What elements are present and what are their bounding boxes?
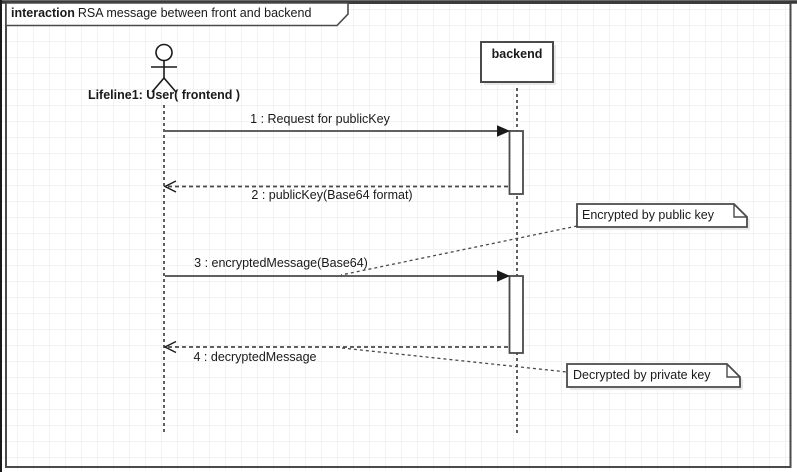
filled-arrowhead-icon — [497, 270, 511, 282]
user-lifeline-label: Lifeline1: User( frontend ) — [87, 88, 241, 102]
bottom-margin — [0, 469, 797, 475]
message-2-label: 2 : publicKey(Base64 format) — [251, 188, 413, 202]
message-3-arrow[interactable] — [165, 270, 511, 282]
right-margin — [792, 0, 797, 475]
message-1-arrow[interactable] — [165, 125, 511, 137]
frame-keyword: interaction — [11, 6, 75, 20]
message-2-arrow[interactable] — [163, 180, 509, 193]
note-fold-icon — [726, 364, 740, 378]
activation-bar-2[interactable] — [508, 275, 524, 354]
note-1-text: Encrypted by public key — [582, 208, 715, 222]
message-4-arrow[interactable] — [163, 340, 509, 354]
actor-right-leg — [163, 77, 177, 93]
backend-label: backend — [491, 47, 543, 61]
frame-border[interactable] — [5, 2, 792, 468]
note-2[interactable] — [566, 363, 743, 390]
actor-left-leg — [151, 77, 165, 93]
user-actor[interactable] — [151, 43, 177, 93]
note-1-connector[interactable] — [340, 225, 578, 276]
backend-box[interactable] — [480, 41, 556, 85]
note-1-body[interactable] — [576, 203, 748, 228]
actor-head — [155, 43, 173, 62]
open-arrowhead-icon — [163, 180, 177, 193]
frame-title-text: RSA message between front and backend — [77, 6, 312, 20]
note-2-body[interactable] — [566, 363, 741, 388]
activation-bar-1[interactable] — [508, 130, 524, 195]
note-2-text: Decrypted by private key — [573, 368, 711, 382]
message-1-label: 1 : Request for publicKey — [250, 112, 390, 126]
frame-title-tab[interactable] — [5, 2, 349, 27]
note-fold-icon — [733, 204, 747, 218]
note-2-connector[interactable] — [341, 347, 568, 373]
filled-arrowhead-icon — [497, 125, 511, 137]
open-arrowhead-icon — [163, 340, 177, 354]
backend-box-rect[interactable] — [480, 41, 554, 83]
note-1[interactable] — [576, 203, 750, 230]
message-3-label: 3 : encryptedMessage(Base64) — [194, 256, 368, 270]
message-4-label: 4 : decryptedMessage — [193, 350, 317, 364]
